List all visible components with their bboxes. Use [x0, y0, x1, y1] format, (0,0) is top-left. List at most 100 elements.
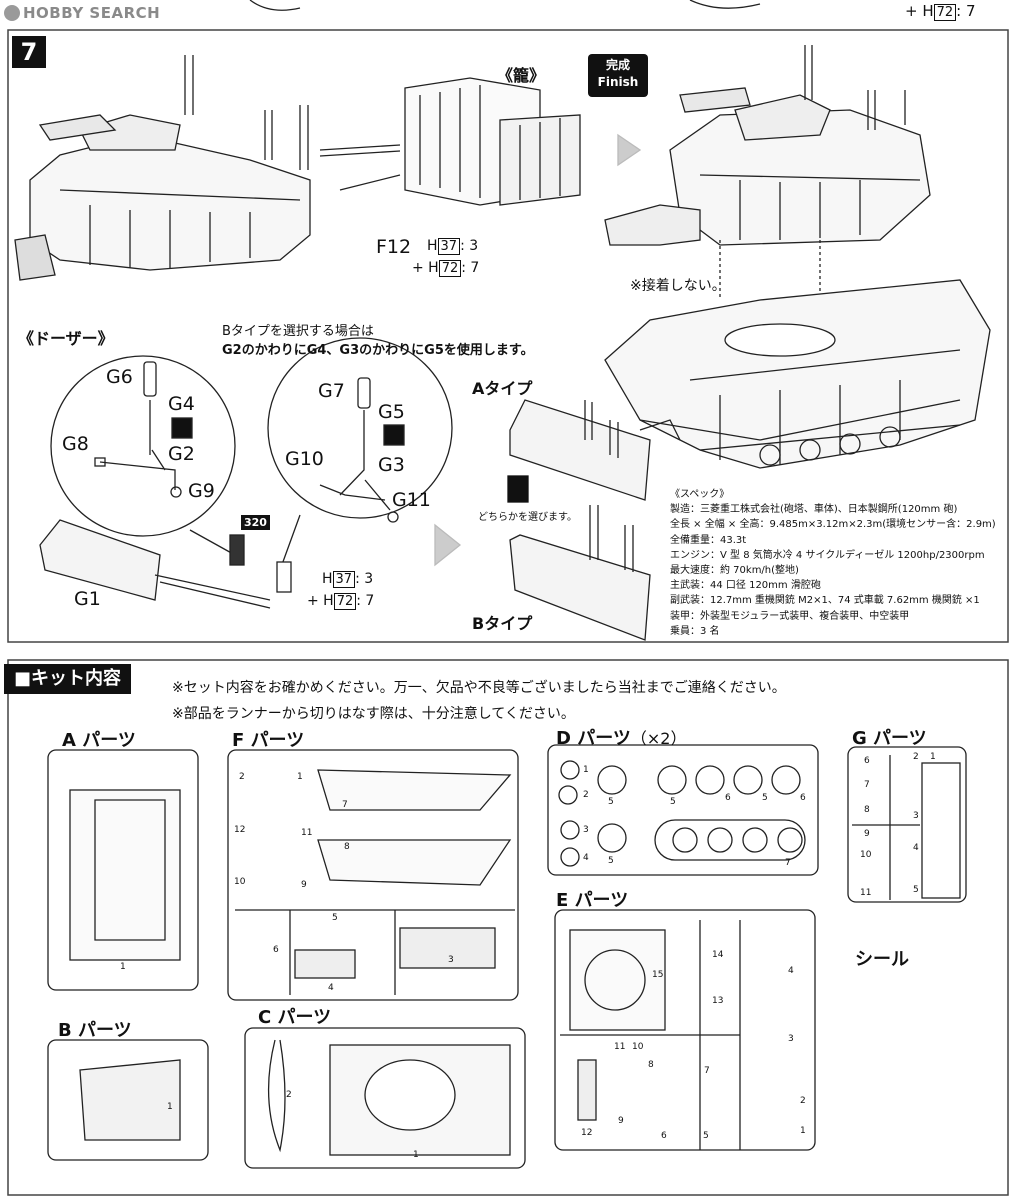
spec-line: 全備重量：43.3t [670, 534, 747, 546]
f-part-num: 8 [344, 842, 350, 852]
d-part-num: 5 [608, 797, 614, 807]
f-part-num: 9 [301, 880, 307, 890]
kit-contents-title: ■キット内容 [4, 664, 132, 694]
label-g6: G6 [106, 366, 133, 388]
a-part-num: 1 [120, 962, 126, 972]
e-part-num: 5 [703, 1131, 709, 1141]
e-part-num: 13 [712, 996, 724, 1006]
b-type-label: Bタイプ [472, 614, 533, 633]
label-g5: G5 [378, 401, 405, 423]
spec-line: 主武装：44 口径 120mm 滑腔砲 [670, 580, 821, 592]
g-part-num: 8 [864, 805, 870, 815]
spec-line: 製造：三菱重工株式会社(砲塔、車体)、日本製鋼所(120mm 砲) [670, 504, 958, 516]
d-part-num: 5 [762, 793, 768, 803]
kit-note-1: ※セット内容をお確かめください。万一、欠品や不良等ございましたら当社までご連絡く… [172, 680, 786, 696]
spec-block: 《スペック》 製造：三菱重工株式会社(砲塔、車体)、日本製鋼所(120mm 砲)… [670, 487, 1010, 639]
e-part-num: 10 [632, 1042, 644, 1052]
cage-label: 《籠》 [497, 66, 546, 85]
spec-line: エンジン：V 型 8 気筒水冷 4 サイクルディーゼル 1200hp/2300r… [670, 549, 985, 561]
d-part-num: 4 [583, 853, 589, 863]
d-part-num: 1 [583, 765, 589, 775]
g-part-num: 5 [913, 885, 919, 895]
label-g4: G4 [168, 393, 195, 415]
e-part-num: 2 [800, 1096, 806, 1106]
g-part-num: 6 [864, 756, 870, 766]
label-g7: G7 [318, 380, 345, 402]
part-c-title: C パーツ [258, 1007, 332, 1028]
f-part-num: 6 [273, 945, 279, 955]
g-part-num: 1 [930, 752, 936, 762]
part-b-title: B パーツ [58, 1020, 132, 1041]
seal-title: シール [855, 949, 909, 970]
choose-note: どちらかを選びます。 [478, 512, 577, 523]
f-part-num: 5 [332, 913, 338, 923]
g-part-num: 10 [860, 850, 872, 860]
no-glue-note: ※接着しない。 [630, 278, 726, 294]
watermark-logo-icon [4, 5, 20, 21]
d-part-num: 6 [725, 793, 731, 803]
f-part-num: 11 [301, 828, 313, 838]
btype-note-line2: G2のかわりにG4、G3のかわりにG5を使用します。 [222, 343, 534, 358]
d-part-num: 3 [583, 825, 589, 835]
part-d-title: D パーツ（×2） [556, 728, 687, 749]
f-part-num: 10 [234, 877, 246, 887]
step-number: 7 [12, 36, 46, 68]
label-g8: G8 [62, 433, 89, 455]
spec-title: 《スペック》 [670, 489, 730, 500]
f-part-num: 7 [342, 800, 348, 810]
finish-badge: 完成 Finish [588, 54, 648, 97]
d-part-num: 7 [785, 858, 791, 868]
d-part-num: 2 [583, 790, 589, 800]
d-part-num: 6 [800, 793, 806, 803]
f-part-num: 2 [239, 772, 245, 782]
g-part-num: 2 [913, 752, 919, 762]
spec-line: 最大速度：約 70km/h(整地) [670, 565, 799, 577]
label-g11: G11 [392, 489, 431, 511]
label-g1: G1 [74, 588, 101, 610]
e-part-num: 1 [800, 1126, 806, 1136]
e-part-num: 12 [581, 1128, 593, 1138]
e-part-num: 7 [704, 1066, 710, 1076]
label-g2: G2 [168, 443, 195, 465]
g-part-num: 11 [860, 888, 872, 898]
f-part-num: 1 [297, 772, 303, 782]
f-part-num: 4 [328, 983, 334, 993]
f12-part-label: F12 [376, 236, 412, 258]
part-f-title: F パーツ [232, 730, 305, 751]
d-part-num: 5 [608, 856, 614, 866]
label-g9: G9 [188, 480, 215, 502]
e-part-num: 3 [788, 1034, 794, 1044]
label-g3: G3 [378, 454, 405, 476]
d-part-num: 5 [670, 797, 676, 807]
e-part-num: 11 [614, 1042, 626, 1052]
e-part-num: 4 [788, 966, 794, 976]
g-part-num: 7 [864, 780, 870, 790]
c-part-num: 2 [286, 1090, 292, 1100]
e-part-num: 8 [648, 1060, 654, 1070]
spec-line: 副武装：12.7mm 重機関銃 M2×1、74 式車載 7.62mm 機関銃 ×… [670, 595, 980, 607]
e-part-num: 6 [661, 1131, 667, 1141]
g-part-num: 9 [864, 829, 870, 839]
btype-note-line1: Bタイプを選択する場合は [222, 324, 374, 339]
label-g10: G10 [285, 448, 324, 470]
e-part-num: 15 [652, 970, 664, 980]
part-e-title: E パーツ [556, 890, 629, 911]
part-g-title: G パーツ [852, 728, 927, 749]
f-part-num: 3 [448, 955, 454, 965]
spec-line: 乗員：3 名 [670, 625, 720, 637]
f-part-num: 12 [234, 825, 246, 835]
spec-line: 全長 × 全幅 × 全高：9.485m×3.12m×2.3m(環境センサー含：2… [670, 519, 996, 531]
g-part-num: 3 [913, 811, 919, 821]
dozer-label: 《ドーザー》 [18, 329, 114, 348]
e-part-num: 9 [618, 1116, 624, 1126]
kit-note-2: ※部品をランナーから切りはなす際は、十分注意してください。 [172, 706, 575, 722]
paint-320-badge: 320 [241, 515, 270, 530]
spec-line: 装甲：外装型モジュラー式装甲、複合装甲、中空装甲 [670, 610, 910, 622]
part-a-title: A パーツ [62, 730, 136, 751]
